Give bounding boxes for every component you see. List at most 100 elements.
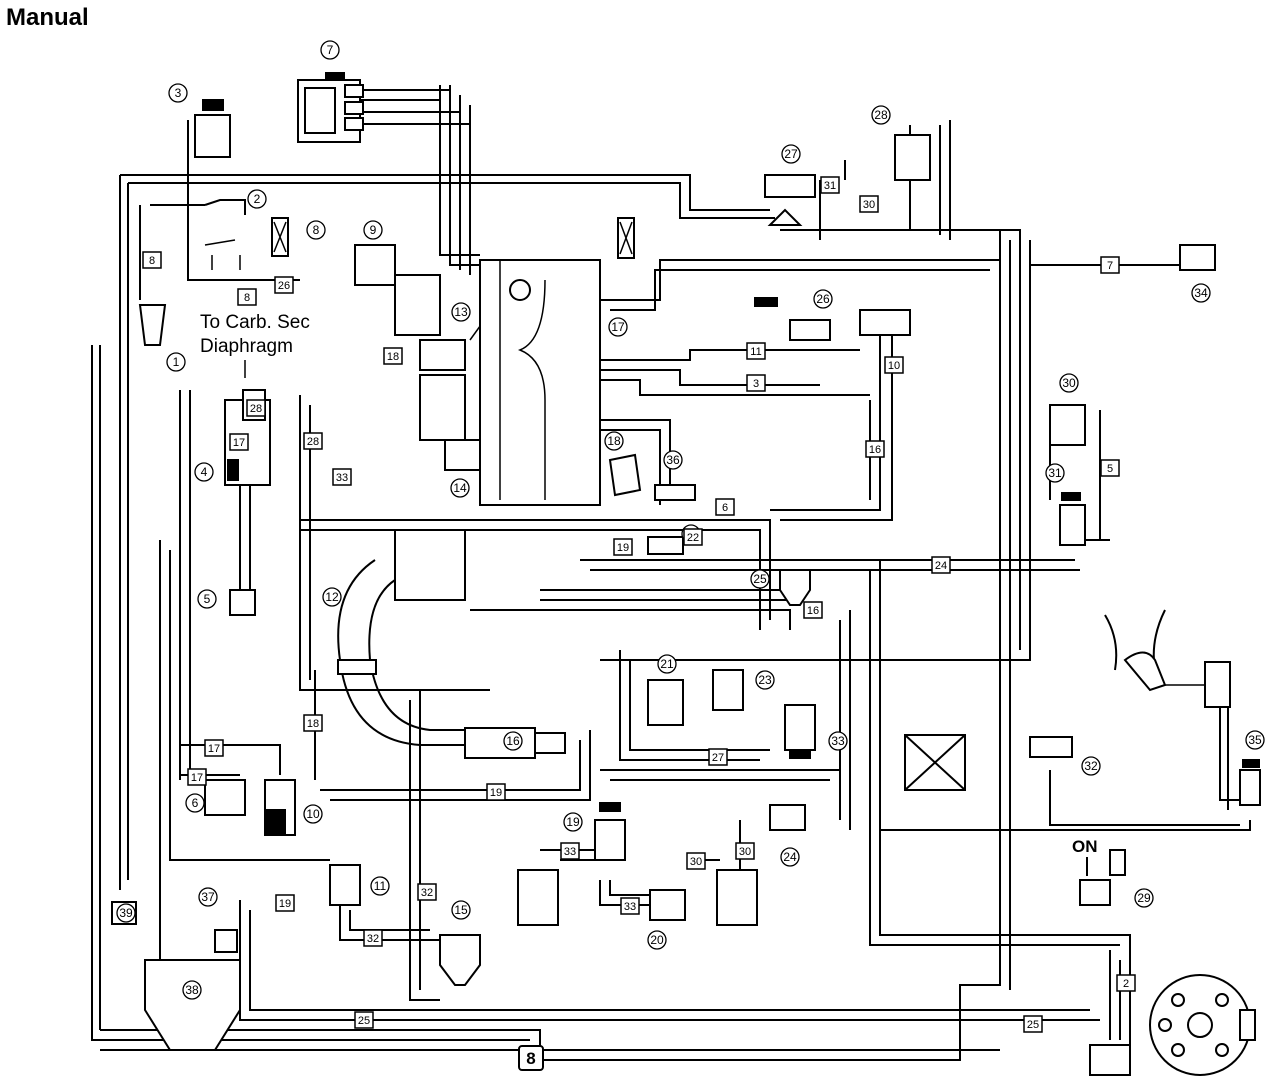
hose-tag-bottom-label: 8 [526,1049,535,1068]
callout-27: 27 [781,144,801,164]
hose-tag-5: 5 [1100,459,1120,477]
callout-label: 4 [201,465,208,479]
callout-label: 25 [753,572,767,586]
callout-8: 8 [306,220,326,240]
callout-9: 9 [363,220,383,240]
hose-tag-8: 8 [142,251,162,269]
hose-tag-16: 16 [865,440,885,458]
callout-label: 35 [1248,733,1262,747]
hose-tag-17: 17 [229,433,249,451]
callout-25: 25 [750,569,770,589]
callout-label: 5 [204,592,211,606]
hose-tag-16: 16 [803,601,823,619]
callout-label: 13 [454,305,468,319]
hose-tag-label: 24 [935,560,947,572]
hose-tag-6: 6 [715,498,735,516]
hose-tag-28: 28 [246,399,266,417]
callout-label: 2 [254,192,261,206]
callout-17: 17 [608,317,628,337]
hose-tag-18: 18 [303,714,323,732]
callout-19: 19 [563,812,583,832]
callout-15: 15 [451,900,471,920]
hose-tag-32: 32 [363,929,383,947]
callout-label: 10 [306,807,320,821]
callout-label: 31 [1048,466,1062,480]
hose-tag-33: 33 [620,897,640,915]
callout-label: 36 [666,453,680,467]
callout-label: 16 [506,734,520,748]
hose-tag-label: 8 [149,255,155,267]
callout-label: 20 [650,933,664,947]
hose-tag-19: 19 [275,894,295,912]
hose-tag-label: 16 [807,605,819,617]
callout-35: 35 [1245,730,1265,750]
hose-tag-label: 17 [208,743,220,755]
callout-label: 12 [325,590,339,604]
callout-label: 14 [453,481,467,495]
diagram-title: Manual [6,4,89,31]
callout-label: 29 [1137,891,1151,905]
hose-tag-17: 17 [204,739,224,757]
callout-13: 13 [451,302,471,322]
hose-tag-25: 25 [1023,1015,1043,1033]
callout-34: 34 [1191,283,1211,303]
callout-label: 23 [758,673,772,687]
hose-tag-33: 33 [332,468,352,486]
callout-label: 8 [313,223,320,237]
callout-12: 12 [322,587,342,607]
callout-label: 33 [831,734,845,748]
callout-29: 29 [1134,888,1154,908]
callout-label: 19 [566,815,580,829]
hose-tag-27: 27 [708,748,728,766]
callout-1: 1 [166,352,186,372]
hose-tag-label: 32 [421,887,433,899]
callout-24: 24 [780,847,800,867]
hose-tag-30: 30 [735,842,755,860]
hose-tag-11: 11 [746,342,766,360]
hose-tag-label: 18 [387,351,399,363]
hose-tag-24: 24 [931,556,951,574]
callout-20: 20 [647,930,667,950]
hose-tag-layer: 8268730311131016282817183318171719226245… [142,176,1136,1033]
hose-tag-label: 19 [279,898,291,910]
callout-label: 21 [660,657,674,671]
callout-3: 3 [168,83,188,103]
hose-tag-33: 33 [560,842,580,860]
hose-tag-label: 26 [278,280,290,292]
callout-label: 18 [607,434,621,448]
callout-label: 24 [783,850,797,864]
callout-label: 26 [816,292,830,306]
hose-tag-label: 30 [863,199,875,211]
callout-layer: 1234567891011121314151617181920212223242… [116,40,1265,1000]
hose-tag-label: 31 [824,180,836,192]
hose-tag-label: 19 [490,787,502,799]
hose-tag-label: 8 [244,292,250,304]
callout-21: 21 [657,654,677,674]
callout-2: 2 [247,189,267,209]
hose-tag-28: 28 [303,432,323,450]
callout-label: 3 [175,86,182,100]
callout-label: 1 [173,355,180,369]
hose-tag-label: 32 [367,933,379,945]
callout-label: 28 [874,108,888,122]
hose-tag-label: 25 [1027,1019,1039,1031]
hose-tag-label: 7 [1107,260,1113,272]
callout-label: 39 [119,906,133,920]
callout-label: 17 [611,320,625,334]
callout-28: 28 [871,105,891,125]
callout-label: 15 [454,903,468,917]
hose-tag-label: 30 [739,846,751,858]
hose-tag-bottom: 8 [518,1045,544,1071]
hose-tag-32: 32 [417,883,437,901]
hose-tag-label: 2 [1123,978,1129,990]
callout-5: 5 [197,589,217,609]
hose-tag-label: 33 [336,472,348,484]
callout-label: 30 [1062,376,1076,390]
callout-26: 26 [813,289,833,309]
callout-32: 32 [1081,756,1101,776]
callout-label: 37 [201,890,215,904]
callout-18: 18 [604,431,624,451]
carb-note-line2: Diaphragm [200,336,293,357]
hose-tag-label: 5 [1107,463,1113,475]
hose-tag-10: 10 [884,356,904,374]
